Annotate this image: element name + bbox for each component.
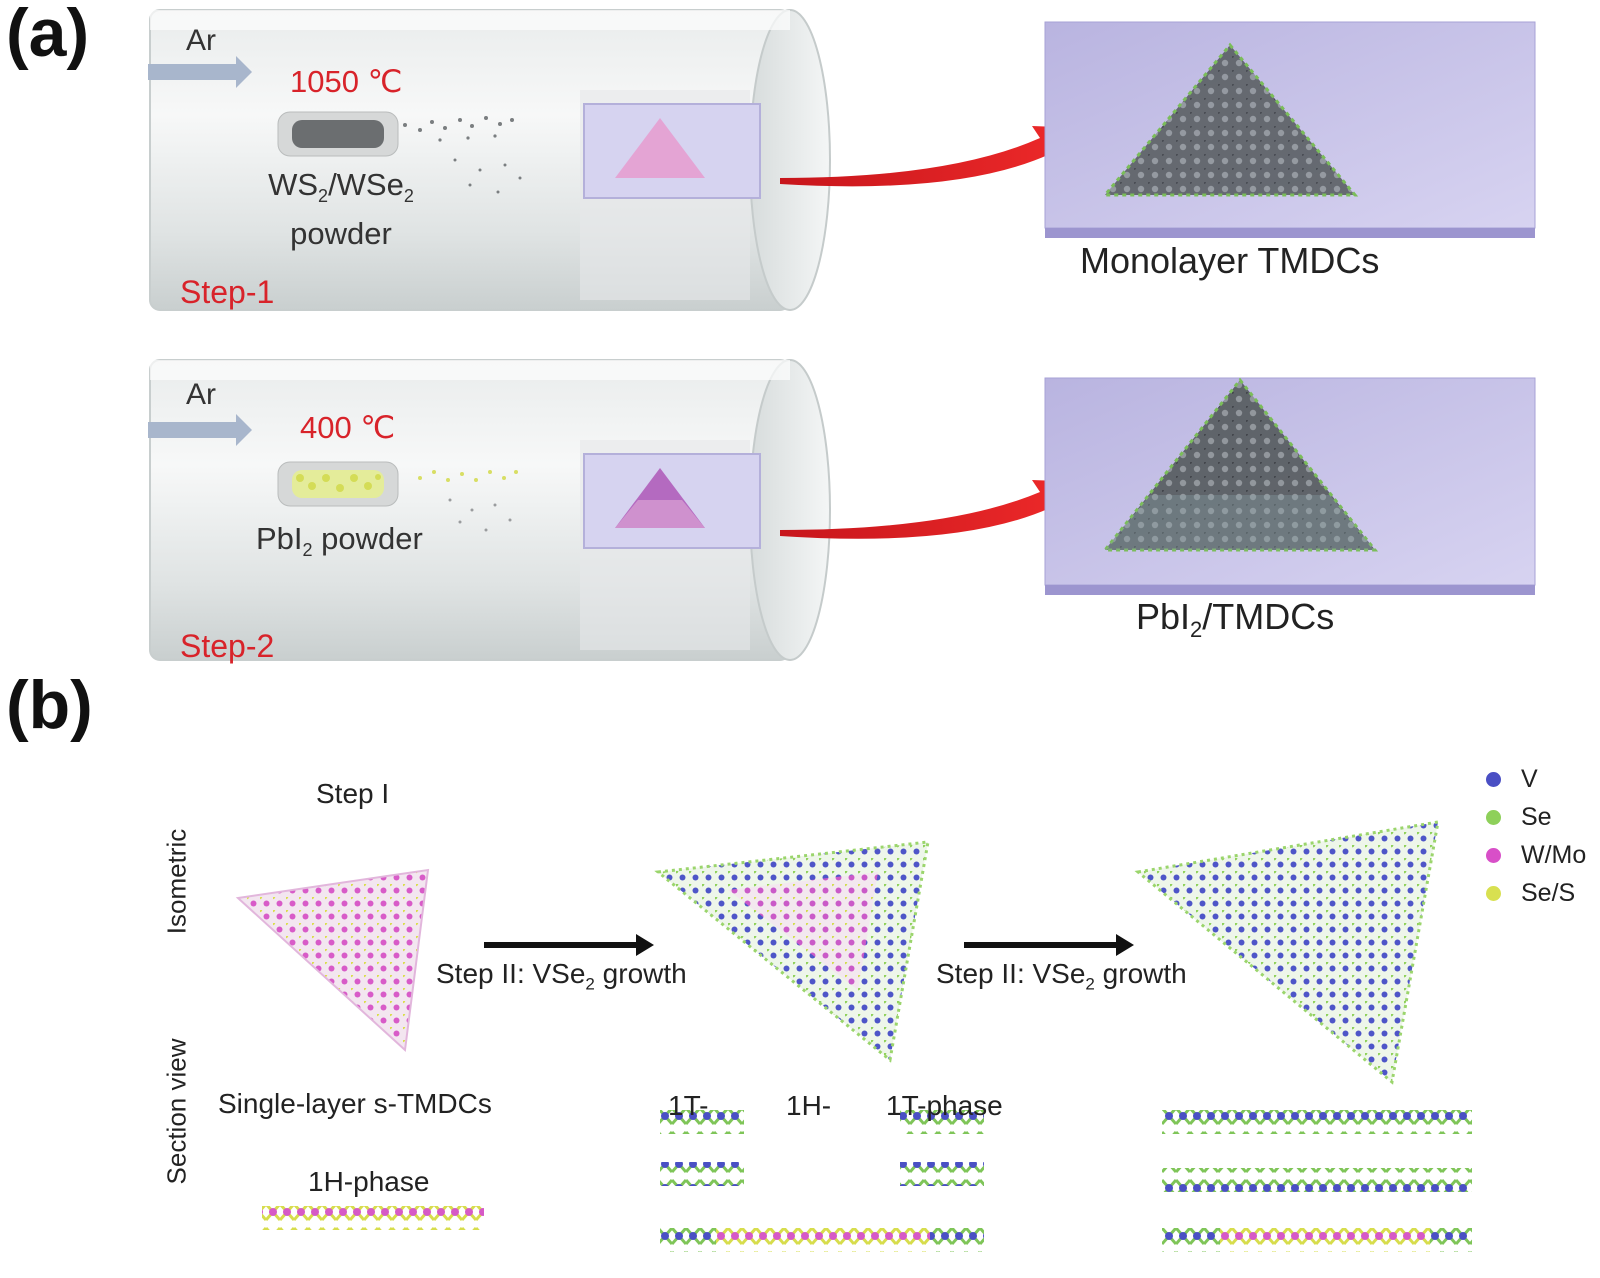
legend-dot-v (1486, 771, 1501, 787)
arrow-label-2: Step II: VSe2 growth (936, 958, 1187, 994)
lateral-heterostructure-triangle (654, 840, 930, 1063)
step-i-title: Step I (316, 778, 390, 809)
furnace-tube-2 (148, 359, 1085, 661)
phase-1t-left-label: 1T- (668, 1090, 709, 1121)
ar-label-1: Ar (186, 24, 216, 57)
panel-b-label: (b) (6, 667, 93, 743)
legend-item-ses: Se/S (1486, 874, 1586, 912)
single-layer-label: Single-layer s-TMDCs (218, 1088, 492, 1119)
step-2-label: Step-2 (180, 628, 275, 664)
legend-item-se: Se (1486, 798, 1586, 836)
step-1-label: Step-1 (180, 274, 275, 310)
powder-label-2: PbI2 powder (256, 521, 423, 561)
legend-dot-ses (1486, 885, 1501, 901)
phase-1h-mid-label: 1H- (786, 1090, 832, 1121)
phase-1t-right-label: 1T-phase (886, 1090, 1003, 1121)
arrow-label-1: Step II: VSe2 growth (436, 958, 687, 994)
legend-dot-wmo (1486, 847, 1501, 863)
axis-isometric: Isometric (161, 828, 192, 935)
temperature-1: 1050 ℃ (290, 64, 403, 99)
section-middle (660, 1110, 984, 1252)
pbi2-tmdc-caption: PbI2/TMDCs (1136, 596, 1335, 643)
phase-1h-label: 1H-phase (308, 1166, 430, 1197)
legend-dot-se (1486, 809, 1501, 825)
legend: V Se W/Mo Se/S (1486, 760, 1586, 912)
single-layer-triangle (235, 868, 430, 1053)
legend-item-v: V (1486, 760, 1586, 798)
pbi2-tmdc-slab (1044, 377, 1536, 595)
section-1h-phase (262, 1206, 484, 1230)
powder-label-1: WS2/WSe2 powder (268, 167, 414, 252)
section-right (1162, 1110, 1472, 1252)
monolayer-slab (1044, 21, 1536, 238)
arrow-step-ii-1 (484, 934, 654, 956)
monolayer-caption: Monolayer TMDCs (1080, 240, 1380, 281)
vertical-heterostructure-triangle (1134, 820, 1440, 1085)
arrow-step-ii-2 (964, 934, 1134, 956)
legend-item-wmo: W/Mo (1486, 836, 1586, 874)
axis-section-view: Section view (161, 1038, 192, 1185)
ar-label-2: Ar (186, 378, 216, 411)
panel-a-label: (a) (6, 0, 90, 71)
temperature-2: 400 ℃ (300, 410, 396, 445)
furnace-tube-1 (148, 9, 1085, 311)
